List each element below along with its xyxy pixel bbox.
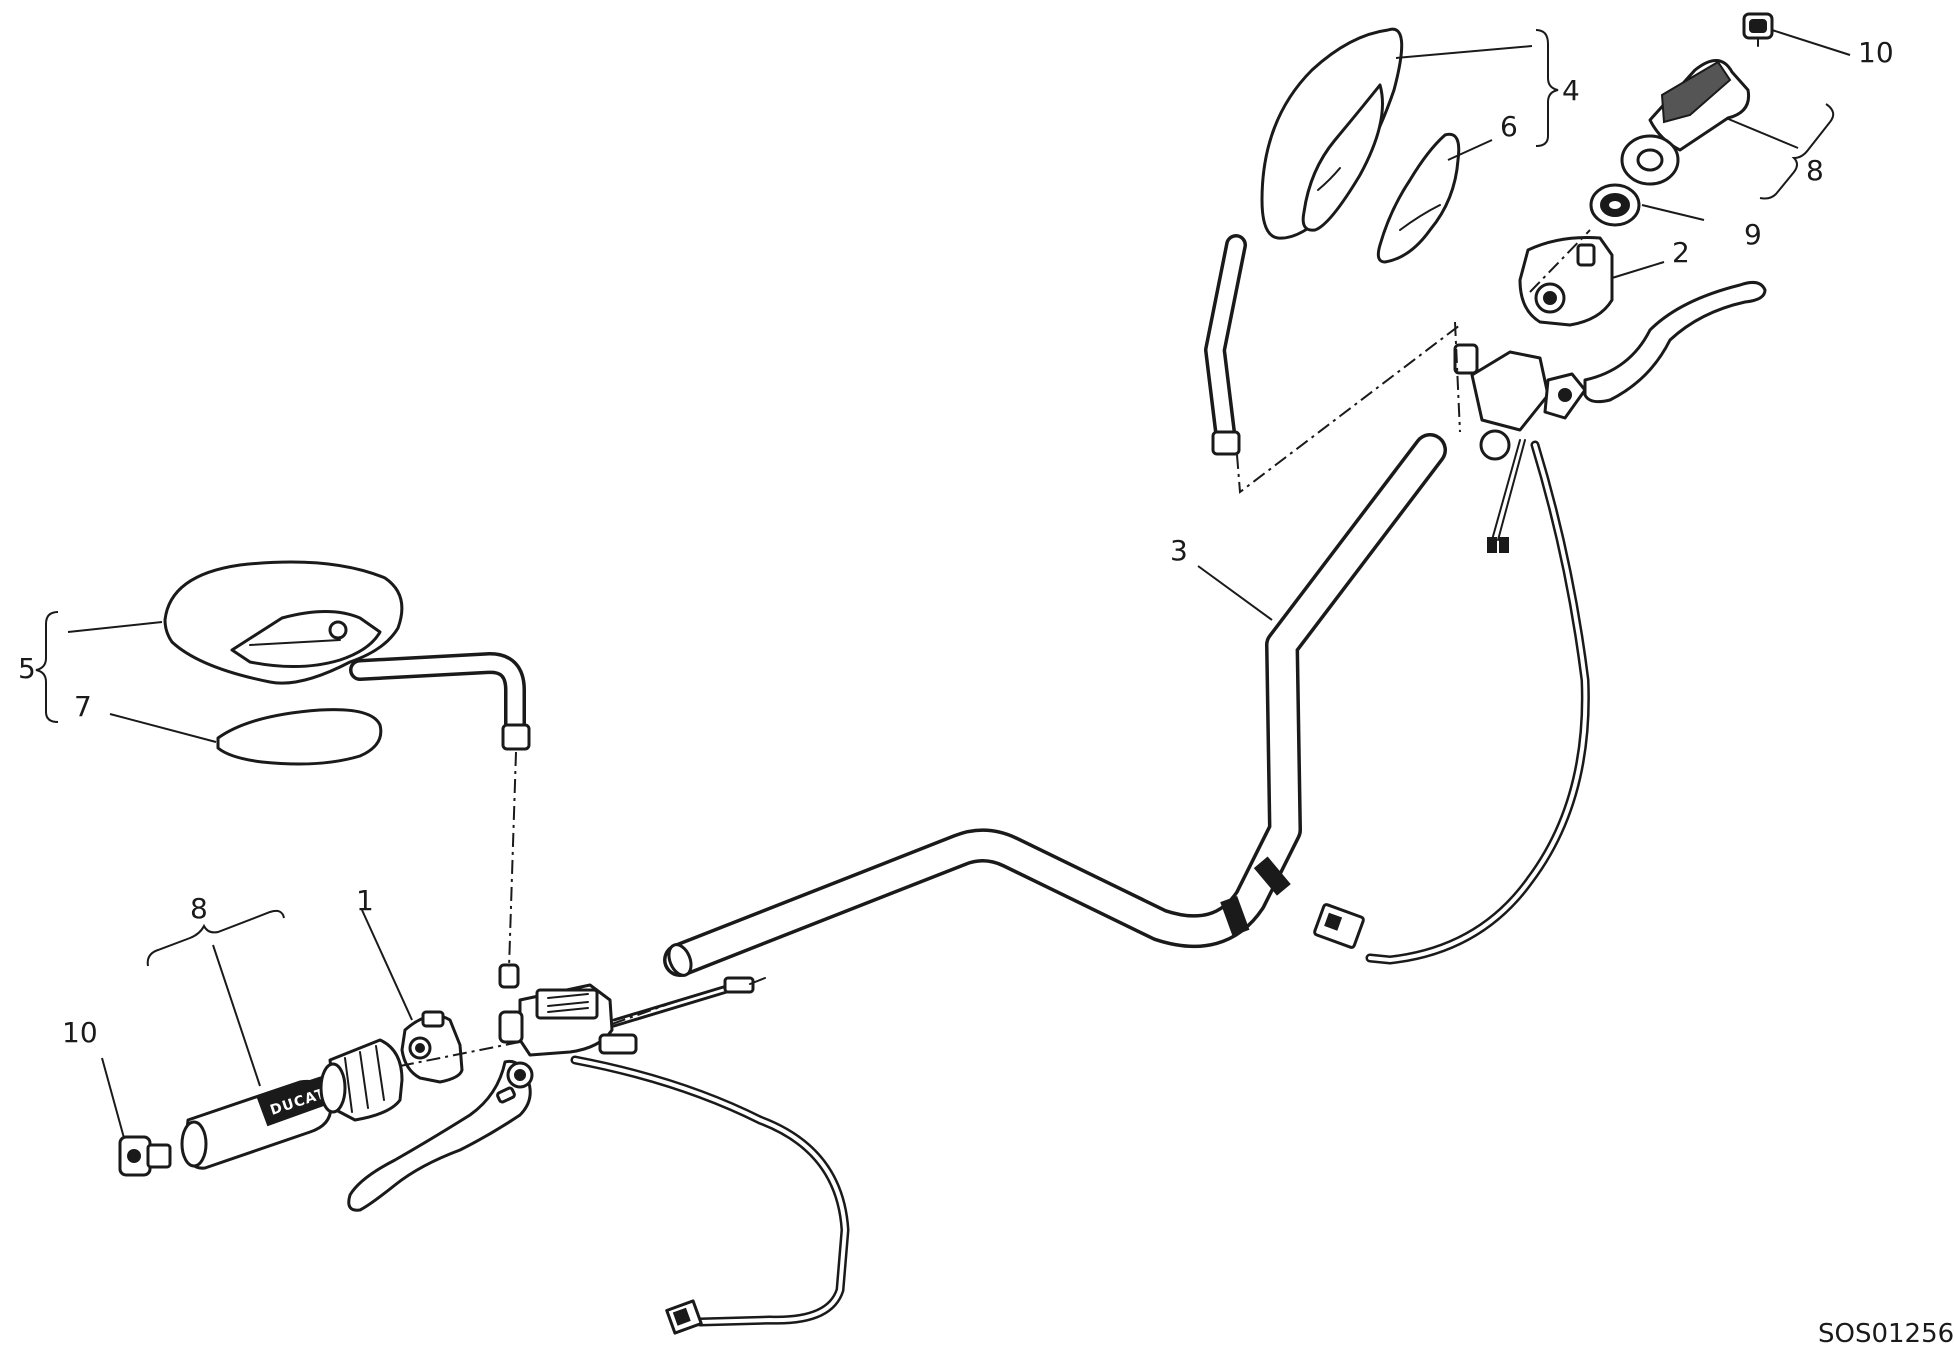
left-throttle-housing bbox=[319, 1038, 404, 1122]
callout-labels: 1 2 3 4 5 6 7 8 8 9 10 10 bbox=[18, 36, 1894, 1049]
callout-10-right: 10 bbox=[1858, 36, 1894, 69]
handlebar bbox=[663, 433, 1447, 977]
right-end-cap bbox=[1742, 12, 1774, 47]
left-switch-cable bbox=[570, 1055, 850, 1335]
right-mirror bbox=[1204, 27, 1404, 456]
callout-7: 7 bbox=[74, 690, 92, 723]
callout-1: 1 bbox=[356, 884, 374, 917]
throttle-cable bbox=[612, 976, 766, 1028]
diagram-reference-code: SOS01256 bbox=[1818, 1319, 1954, 1349]
callout-10-left: 10 bbox=[62, 1016, 98, 1049]
right-master-cylinder bbox=[1453, 343, 1587, 461]
callout-8-right: 8 bbox=[1806, 154, 1824, 187]
assembly-lines bbox=[399, 229, 1591, 1067]
left-mirror-cover bbox=[216, 708, 383, 766]
right-grip bbox=[1620, 59, 1751, 186]
left-mirror bbox=[163, 560, 531, 751]
braces bbox=[35, 29, 1835, 967]
left-clutch-lever bbox=[347, 1059, 534, 1212]
right-brake-lever bbox=[1583, 280, 1767, 404]
callout-6: 6 bbox=[1500, 110, 1518, 143]
leader-lines bbox=[67, 29, 1851, 1139]
callout-8-left: 8 bbox=[190, 892, 208, 925]
right-spacer bbox=[1589, 183, 1641, 227]
left-grip: DUCATI bbox=[180, 1074, 334, 1170]
callout-2: 2 bbox=[1672, 236, 1690, 269]
callout-9: 9 bbox=[1744, 218, 1762, 251]
left-switch bbox=[400, 1010, 464, 1084]
right-mirror-cover bbox=[1376, 132, 1461, 264]
left-end-cap bbox=[118, 1135, 172, 1177]
callout-3: 3 bbox=[1170, 534, 1188, 567]
callout-5: 5 bbox=[18, 652, 36, 685]
right-switch bbox=[1518, 236, 1614, 327]
callout-4: 4 bbox=[1562, 74, 1580, 107]
right-switch-cable bbox=[1313, 439, 1590, 965]
left-master-cylinder bbox=[498, 963, 638, 1057]
